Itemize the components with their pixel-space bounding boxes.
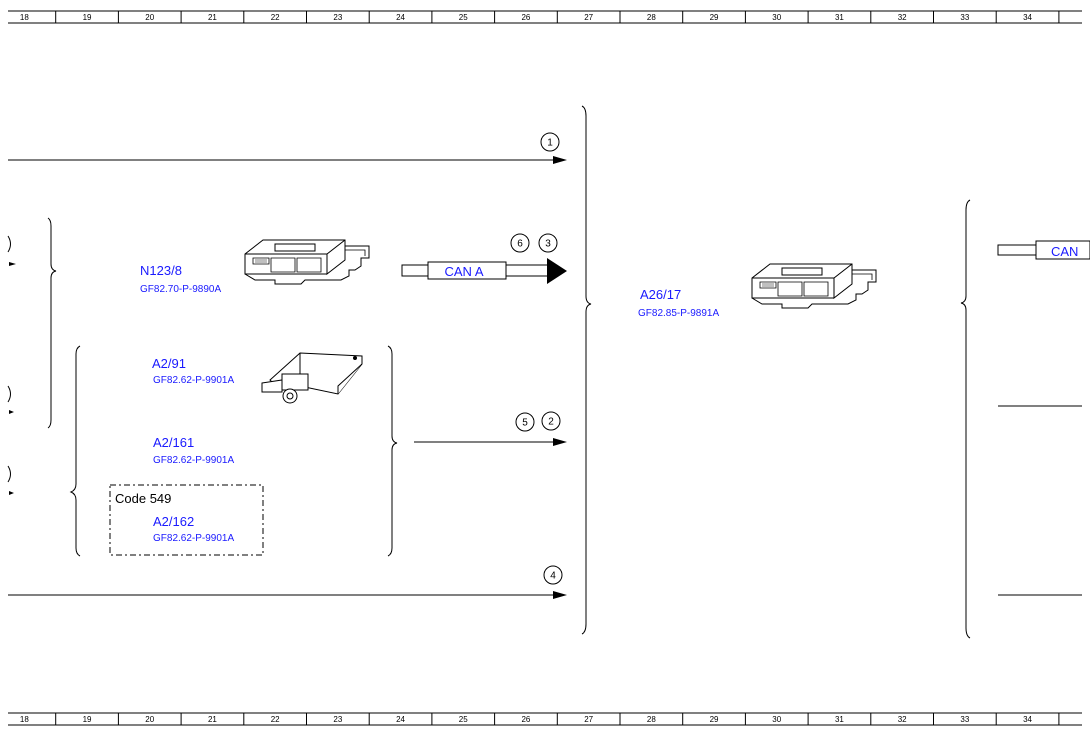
component-n123: N123/8 GF82.70-P-9890A (140, 239, 370, 295)
ruler-column-19: 19 (83, 715, 92, 724)
ruler-column-32: 32 (898, 715, 907, 724)
component-a2-161: A2/161 GF82.62-P-9901A (153, 435, 234, 466)
ruler-column-24: 24 (396, 715, 405, 724)
ruler-column-26: 26 (521, 715, 530, 724)
a2-161-doc: GF82.62-P-9901A (153, 455, 234, 466)
n123-name: N123/8 (140, 263, 182, 278)
top-ruler: 18 19 20 21 22 23 24 25 26 27 28 29 30 31 32 33 34 (8, 10, 1082, 24)
code-549-label: Code 549 (115, 491, 171, 506)
code-549-box: Code 549 A2/162 GF82.62-P-9901A (109, 484, 264, 556)
can-right-label: CAN (1051, 244, 1078, 259)
ruler-column-28: 28 (647, 715, 656, 724)
ruler-column-33: 33 (960, 13, 969, 22)
marker-3: 3 (545, 239, 551, 250)
component-a26: A26/17 GF82.85-P-9891A (638, 263, 877, 319)
can-a-line: CAN A 6 3 (401, 233, 567, 284)
ruler-column-20: 20 (145, 13, 154, 22)
brace-center (581, 105, 592, 635)
ruler-column-27: 27 (584, 13, 593, 22)
right-can-fragment: CAN (997, 240, 1090, 260)
component-a2-91: A2/91 GF82.62-P-9901A (152, 352, 363, 404)
antenna-module-icon (261, 352, 363, 404)
brace-right (960, 199, 971, 639)
a2-161-name: A2/161 (153, 435, 194, 450)
left-edge-fragments (7, 235, 11, 483)
brace-antenna-right (387, 345, 398, 557)
ruler-column-33: 33 (960, 715, 969, 724)
a2-162-doc: GF82.62-P-9901A (153, 533, 234, 544)
a26-name: A26/17 (640, 287, 681, 302)
ruler-column-30: 30 (772, 13, 781, 22)
ruler-column-18: 18 (20, 13, 29, 22)
bottom-ruler: 18 19 20 21 22 23 24 25 26 27 28 29 30 31 32 33 34 (8, 712, 1082, 726)
brace-antenna-left (69, 345, 81, 557)
n123-ecu-icon (244, 239, 370, 285)
ruler-column-21: 21 (208, 13, 217, 22)
ruler-column-29: 29 (710, 715, 719, 724)
left-edge-arrows (9, 262, 16, 495)
a2-91-name: A2/91 (152, 356, 186, 371)
marker-5: 5 (522, 418, 528, 429)
ruler-column-23: 23 (333, 715, 342, 724)
brace-group (47, 105, 971, 639)
ruler-column-28: 28 (647, 13, 656, 22)
n123-doc: GF82.70-P-9890A (140, 284, 221, 295)
ruler-column-25: 25 (459, 715, 468, 724)
ruler-column-27: 27 (584, 715, 593, 724)
ruler-column-31: 31 (835, 13, 844, 22)
marker-4: 4 (550, 571, 556, 582)
ruler-column-32: 32 (898, 13, 907, 22)
a26-doc: GF82.85-P-9891A (638, 308, 719, 319)
ruler-column-25: 25 (459, 13, 468, 22)
ruler-column-20: 20 (145, 715, 154, 724)
a2-162-name: A2/162 (153, 514, 194, 529)
ruler-column-34: 34 (1023, 715, 1032, 724)
ruler-column-18: 18 (20, 715, 29, 724)
a26-ecu-icon (751, 263, 877, 309)
marker-1: 1 (547, 138, 553, 149)
a2-91-doc: GF82.62-P-9901A (153, 375, 234, 386)
ruler-column-22: 22 (271, 13, 280, 22)
ruler-column-23: 23 (333, 13, 342, 22)
brace-n123 (47, 217, 57, 429)
ruler-column-31: 31 (835, 715, 844, 724)
ruler-column-34: 34 (1023, 13, 1032, 22)
ruler-column-29: 29 (710, 13, 719, 22)
can-a-label: CAN A (444, 264, 483, 279)
signal-line-1: 1 (8, 132, 567, 164)
ruler-column-22: 22 (271, 715, 280, 724)
ruler-column-30: 30 (772, 715, 781, 724)
ruler-column-21: 21 (208, 715, 217, 724)
ruler-column-19: 19 (83, 13, 92, 22)
marker-2: 2 (548, 417, 554, 428)
right-edge-lines (998, 405, 1082, 596)
ruler-column-26: 26 (521, 13, 530, 22)
signal-line-4: 4 (8, 565, 567, 599)
signal-line-5-2: 5 2 (414, 411, 567, 446)
marker-6: 6 (517, 239, 523, 250)
ruler-column-24: 24 (396, 13, 405, 22)
